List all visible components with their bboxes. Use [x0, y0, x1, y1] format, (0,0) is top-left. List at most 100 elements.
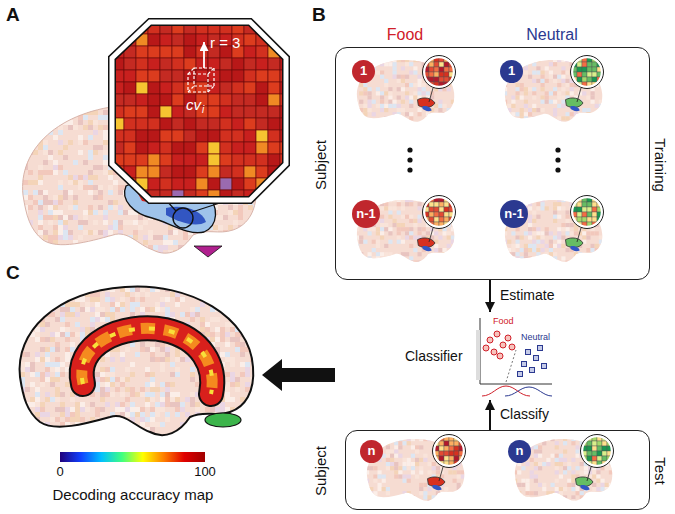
voxel-cube — [160, 166, 172, 178]
voxel — [587, 72, 592, 77]
voxel — [557, 198, 561, 202]
voxel — [443, 252, 447, 256]
voxel — [382, 479, 386, 483]
voxel — [388, 121, 392, 125]
voxel-cube — [184, 46, 196, 58]
voxel-cube — [124, 118, 136, 130]
voxel — [503, 231, 507, 235]
voxel — [549, 75, 553, 79]
voxel — [98, 190, 103, 195]
voxel — [405, 112, 409, 116]
voxel — [228, 235, 233, 240]
voxel — [103, 125, 108, 130]
voxel — [595, 256, 599, 260]
voxel-cube — [196, 34, 208, 46]
voxel — [355, 252, 359, 256]
voxel-cube — [136, 46, 148, 58]
voxel-cube — [244, 154, 256, 166]
voxel — [63, 195, 68, 200]
voxel-cube — [220, 58, 232, 70]
voxel — [545, 100, 549, 104]
voxel — [380, 219, 384, 223]
voxel — [78, 150, 83, 155]
voxel-cube — [244, 58, 256, 70]
voxel — [549, 71, 553, 75]
voxel — [599, 261, 603, 265]
voxel — [83, 175, 88, 180]
voxel — [587, 202, 592, 207]
voxel — [577, 207, 582, 212]
voxel — [595, 104, 599, 108]
voxel — [426, 261, 430, 265]
voxel-cube — [232, 130, 244, 142]
voxel-cube — [172, 154, 184, 166]
voxel — [393, 66, 397, 70]
voxel — [422, 91, 426, 95]
voxel — [592, 72, 597, 77]
voxel — [380, 62, 384, 66]
voxel — [386, 454, 390, 458]
voxel — [582, 207, 587, 212]
voxel — [28, 145, 33, 150]
voxel — [228, 240, 233, 245]
voxel — [373, 491, 377, 495]
voxel — [63, 230, 68, 235]
voxel — [53, 110, 58, 115]
illustration-part — [423, 196, 456, 229]
voxel-cube — [256, 130, 268, 142]
voxel — [372, 248, 376, 252]
voxel — [380, 91, 384, 95]
brain-slice — [503, 198, 603, 265]
voxel — [409, 112, 413, 116]
voxel — [108, 170, 113, 175]
voxel — [553, 91, 557, 95]
voxel — [595, 248, 599, 252]
voxel-cube — [148, 46, 160, 58]
voxel — [384, 104, 388, 108]
voxel — [413, 219, 417, 223]
voxel-cube — [220, 82, 232, 94]
voxel — [578, 116, 582, 120]
voxel — [566, 227, 570, 231]
voxel-cube — [172, 70, 184, 82]
voxel — [113, 200, 118, 205]
voxel — [355, 248, 359, 252]
illustration-part — [424, 197, 454, 227]
voxel — [368, 256, 372, 260]
voxel — [582, 116, 586, 120]
voxel-cube — [280, 22, 292, 34]
voxel — [68, 140, 73, 145]
voxel — [43, 200, 48, 205]
voxel-cube — [244, 178, 256, 190]
voxel-cube — [196, 154, 208, 166]
voxel — [213, 225, 218, 230]
voxel-cube — [148, 94, 160, 106]
voxel — [405, 83, 409, 87]
voxel — [577, 202, 582, 207]
voxel — [88, 150, 93, 155]
voxel — [103, 135, 108, 140]
voxel — [33, 190, 38, 195]
voxel — [365, 470, 369, 474]
voxel — [23, 190, 28, 195]
voxel — [595, 261, 599, 265]
voxel — [368, 100, 372, 104]
voxel-cube — [232, 94, 244, 106]
voxel — [434, 62, 439, 67]
voxel — [48, 110, 53, 115]
roi-magenta — [194, 246, 222, 257]
voxel — [536, 215, 540, 219]
voxel — [401, 227, 405, 231]
voxel — [524, 104, 528, 108]
voxel — [372, 112, 376, 116]
voxel — [58, 245, 63, 250]
voxel-cube — [220, 142, 232, 154]
voxel — [434, 104, 438, 108]
voxel — [561, 104, 565, 108]
voxel — [429, 62, 434, 67]
voxel — [511, 256, 515, 260]
voxel — [380, 231, 384, 235]
voxel — [536, 58, 540, 62]
voxel — [213, 240, 218, 245]
